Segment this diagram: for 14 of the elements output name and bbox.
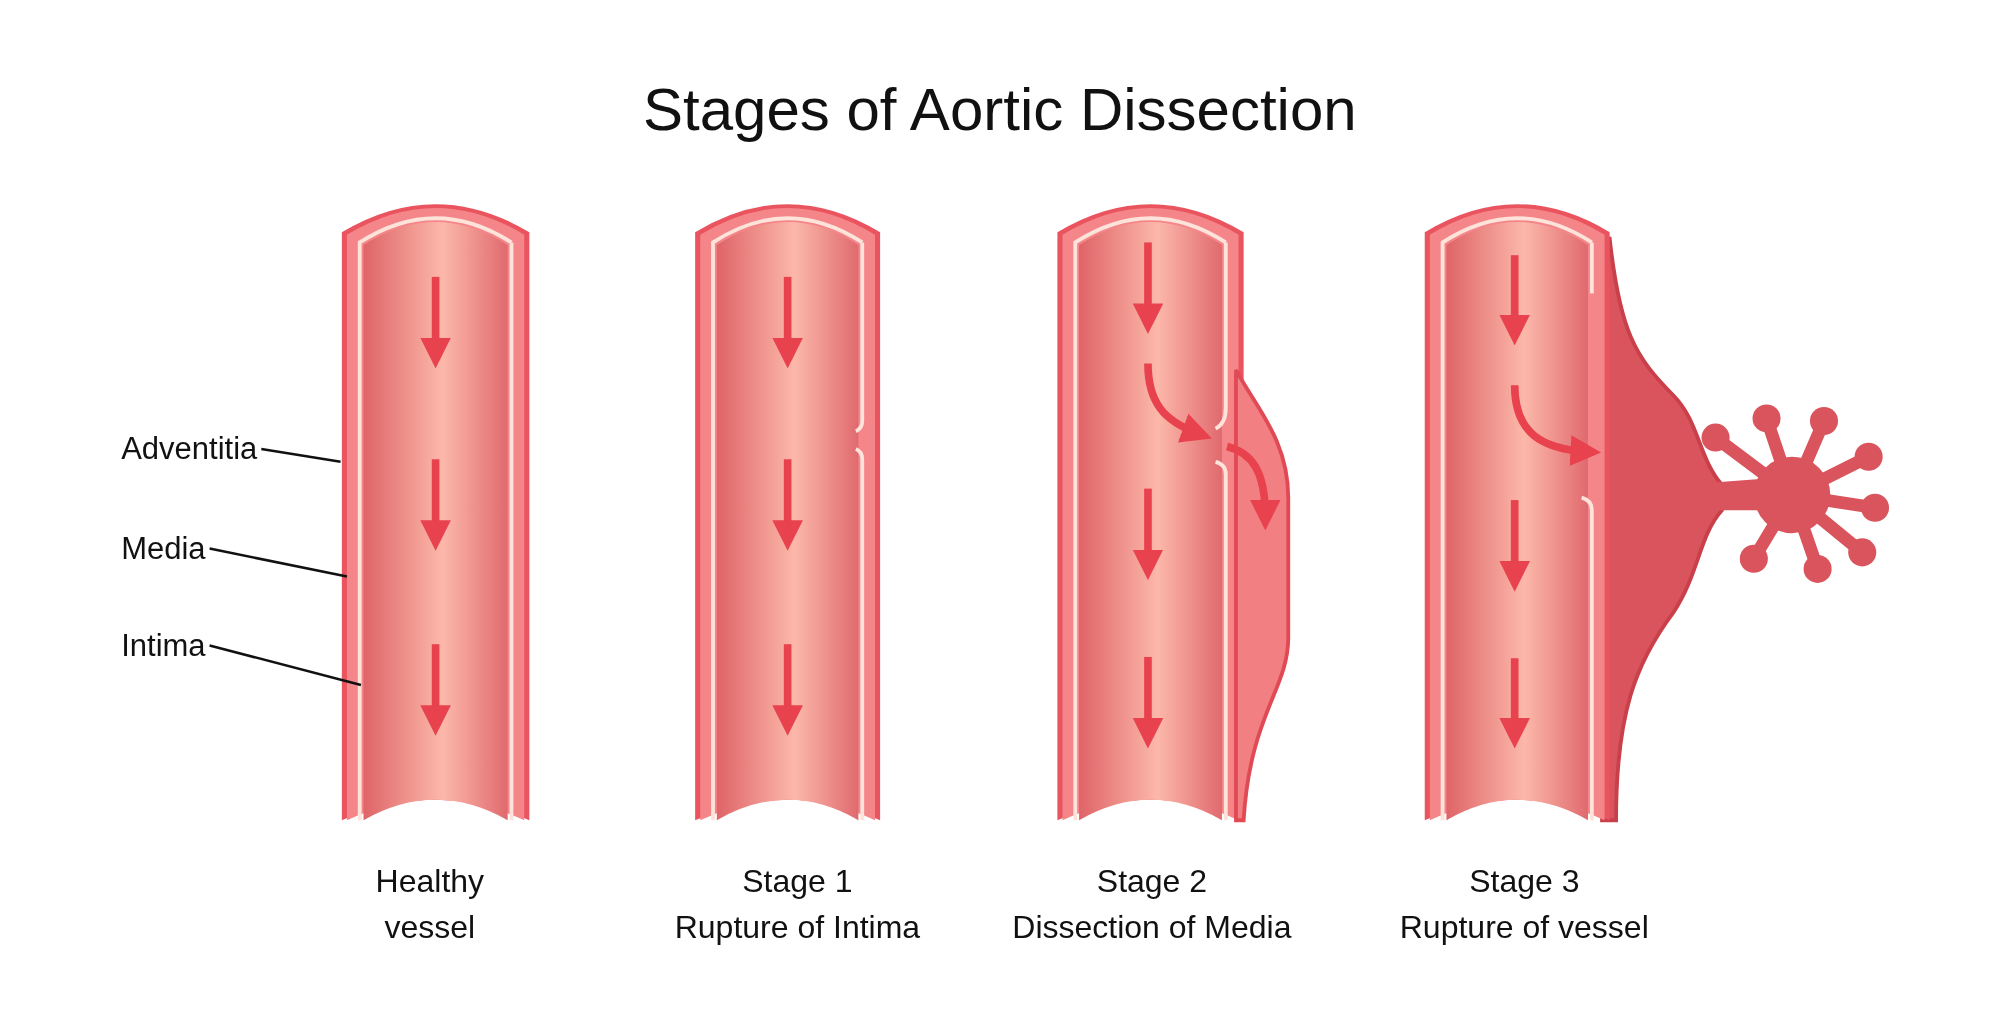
layer-label: Adventitia	[121, 430, 258, 468]
title: Stages of Aortic Dissection	[643, 74, 1357, 145]
caption: Healthy vessel	[374, 862, 486, 948]
leader-line	[261, 447, 341, 463]
layer-label: Intima	[121, 626, 206, 665]
caption: Rupture of Intima	[674, 908, 921, 947]
caption: Stage 2	[1096, 862, 1208, 901]
caption: Dissection of Media	[1012, 908, 1292, 947]
caption: Rupture of vessel	[1399, 908, 1649, 947]
caption: Stage 1	[742, 862, 853, 901]
caption: Stage 3	[1469, 862, 1580, 901]
layer-label: Media	[121, 529, 206, 568]
leader-line	[209, 547, 348, 578]
leader-line	[209, 644, 362, 687]
